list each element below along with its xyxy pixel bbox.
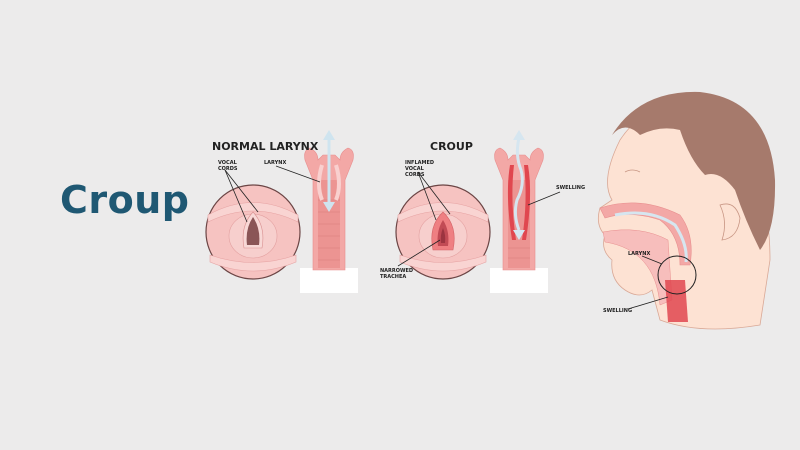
croup-heading: CROUP xyxy=(430,140,473,153)
croup-trachea xyxy=(490,130,561,293)
label-inflamed-vocal-cords: INFLAMED VOCAL CORDS xyxy=(405,160,435,178)
label-child-larynx: LARYNX xyxy=(628,251,651,257)
label-narrowed-trachea: NARROWED TRACHEA xyxy=(380,268,414,280)
child-profile xyxy=(597,91,776,330)
label-larynx: LARYNX xyxy=(264,160,287,166)
label-child-swelling: SWELLING xyxy=(603,308,633,314)
page-title: Croup xyxy=(60,178,190,222)
label-vocal-cords: VOCAL CORDS xyxy=(218,160,238,172)
croup-larynx-view xyxy=(395,171,491,280)
normal-larynx-heading: NORMAL LARYNX xyxy=(212,140,319,153)
label-swelling-trachea: SWELLING xyxy=(556,185,586,191)
normal-trachea xyxy=(275,130,358,293)
normal-larynx-view xyxy=(205,169,301,280)
